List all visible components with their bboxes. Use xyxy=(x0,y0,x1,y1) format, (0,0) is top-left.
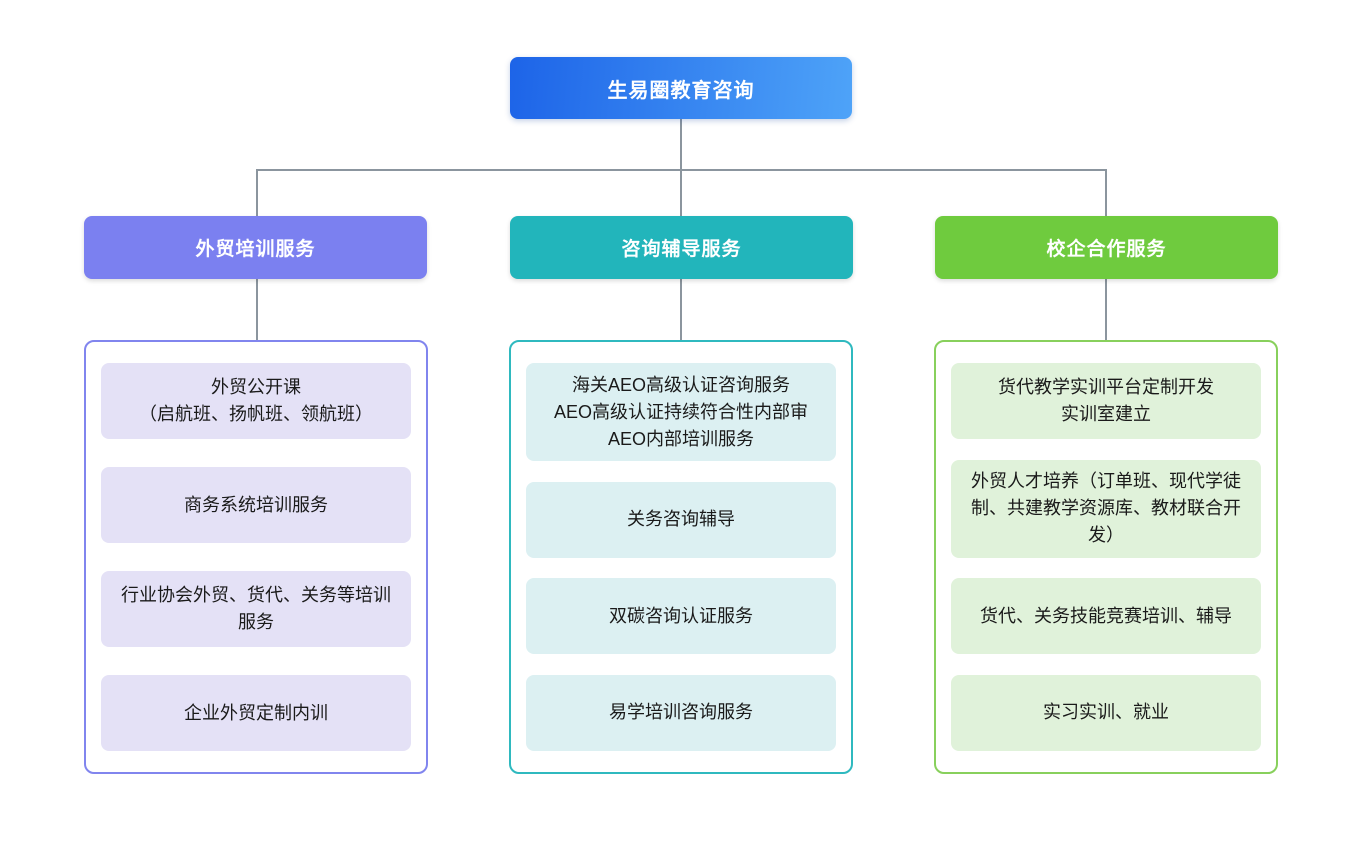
connector-drop-branch-3 xyxy=(1105,169,1107,216)
panel-item: 商务系统培训服务 xyxy=(101,467,411,543)
connector-drop-branch-1 xyxy=(256,169,258,216)
panel-item: 实习实训、就业 xyxy=(951,674,1261,751)
branch-header-trade-training: 外贸培训服务 xyxy=(84,216,427,279)
branch-panel-school-enterprise: 货代教学实训平台定制开发 实训室建立 外贸人才培养（订单班、现代学徒制、共建教学… xyxy=(934,340,1278,774)
branch-header-label: 外贸培训服务 xyxy=(195,239,316,260)
panel-item: 行业协会外贸、货代、关务等培训服务 xyxy=(101,571,411,647)
root-node-label: 生易圈教育咨询 xyxy=(607,79,755,102)
branch-header-school-enterprise: 校企合作服务 xyxy=(935,216,1278,279)
branch-header-label: 咨询辅导服务 xyxy=(621,239,742,260)
panel-item: 货代教学实训平台定制开发 实训室建立 xyxy=(951,363,1261,439)
panel-item: 外贸公开课 （启航班、扬帆班、领航班） xyxy=(101,363,411,439)
panel-item: 企业外贸定制内训 xyxy=(101,675,411,751)
panel-item: 外贸人才培养（订单班、现代学徒制、共建教学资源库、教材联合开发） xyxy=(951,459,1261,558)
branch-header-label: 校企合作服务 xyxy=(1046,239,1167,260)
panel-item: 易学培训咨询服务 xyxy=(526,674,836,751)
panel-item: 货代、关务技能竞赛培训、辅导 xyxy=(951,578,1261,655)
panel-item: 双碳咨询认证服务 xyxy=(526,578,836,655)
branch-header-consulting: 咨询辅导服务 xyxy=(510,216,853,279)
branch-panel-trade-training: 外贸公开课 （启航班、扬帆班、领航班） 商务系统培训服务 行业协会外贸、货代、关… xyxy=(84,340,428,774)
connector-drop-branch-2 xyxy=(680,169,682,216)
panel-item: 海关AEO高级认证咨询服务 AEO高级认证持续符合性内部审 AEO内部培训服务 xyxy=(526,363,836,461)
connector-header-panel-2 xyxy=(680,279,682,340)
connector-header-panel-3 xyxy=(1105,279,1107,340)
connector-header-panel-1 xyxy=(256,279,258,340)
root-node: 生易圈教育咨询 xyxy=(510,57,852,119)
branch-panel-consulting: 海关AEO高级认证咨询服务 AEO高级认证持续符合性内部审 AEO内部培训服务 … xyxy=(509,340,853,774)
panel-item: 关务咨询辅导 xyxy=(526,481,836,558)
connector-root-stem xyxy=(680,119,682,169)
